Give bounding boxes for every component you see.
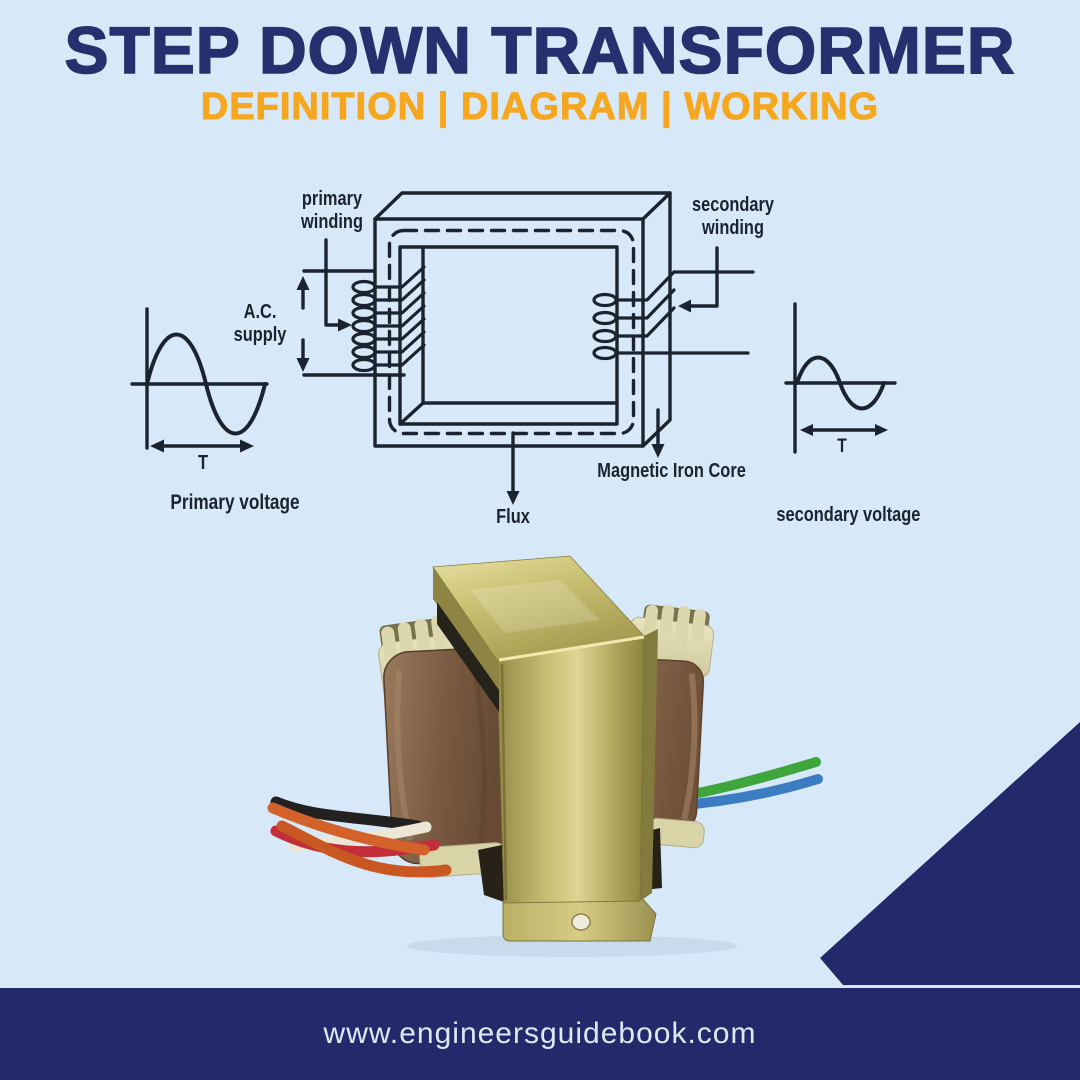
- label-primary-voltage: Primary voltage: [170, 491, 300, 514]
- wire-orange-2: [276, 820, 452, 878]
- cap-top-face: [432, 555, 645, 661]
- photo-shadow: [407, 935, 737, 957]
- page-title: STEP DOWN TRANSFORMER: [64, 12, 1016, 88]
- arrow-down-icon: [296, 358, 310, 372]
- transformer-photo: [267, 555, 823, 957]
- flux-arrow: [506, 431, 520, 505]
- cap-slot-shadow: [437, 602, 499, 712]
- label-ac-supply: A.C. supply: [233, 301, 287, 346]
- wire-orange: [267, 802, 430, 856]
- primary-winding-pointer: [324, 238, 352, 332]
- strap-front-face: [496, 635, 645, 904]
- corner-triangle: [820, 722, 1080, 985]
- label-secondary-winding: secondary winding: [691, 194, 775, 239]
- sine-wave-secondary: [795, 355, 886, 411]
- label-period-primary: T: [197, 452, 209, 474]
- secondary-coil: [592, 270, 755, 361]
- flange-hole: [571, 913, 591, 931]
- cap-sheen: [470, 580, 600, 633]
- primary-coil: [351, 265, 426, 373]
- cap-left-face: [433, 567, 499, 691]
- arrow-down-icon: [506, 491, 520, 505]
- iron-core-arrow: [651, 408, 665, 458]
- label-magnetic-iron-core: Magnetic Iron Core: [597, 460, 746, 482]
- arrow-down-icon: [651, 444, 665, 458]
- shadow-gap-left: [478, 845, 504, 902]
- secondary-winding-pointer: [678, 246, 719, 313]
- footer-bar: www.engineersguidebook.com: [0, 988, 1080, 1080]
- strap-edge-shade: [500, 663, 508, 901]
- label-secondary-voltage: secondary voltage: [776, 504, 921, 526]
- sine-wave-primary: [145, 332, 267, 436]
- label-period-secondary: T: [837, 436, 847, 457]
- arrow-left-icon: [678, 299, 691, 313]
- transformer-diagram: [130, 191, 897, 505]
- strap-side-face: [640, 629, 658, 901]
- footer-url: www.engineersguidebook.com: [323, 1017, 757, 1050]
- label-primary-winding: primary winding: [301, 188, 363, 233]
- cap-edge-highlight: [498, 635, 645, 662]
- label-flux: Flux: [496, 506, 530, 528]
- wire-black: [270, 796, 424, 832]
- arrow-up-icon: [296, 276, 310, 290]
- primary-voltage-wave: [130, 307, 269, 453]
- arrow-right-icon: [338, 318, 352, 332]
- ac-supply-wires: [296, 269, 406, 377]
- left-wires: [267, 796, 452, 878]
- page-subtitle: DEFINITION | DIAGRAM | WORKING: [200, 86, 880, 129]
- secondary-voltage-wave: [784, 302, 897, 454]
